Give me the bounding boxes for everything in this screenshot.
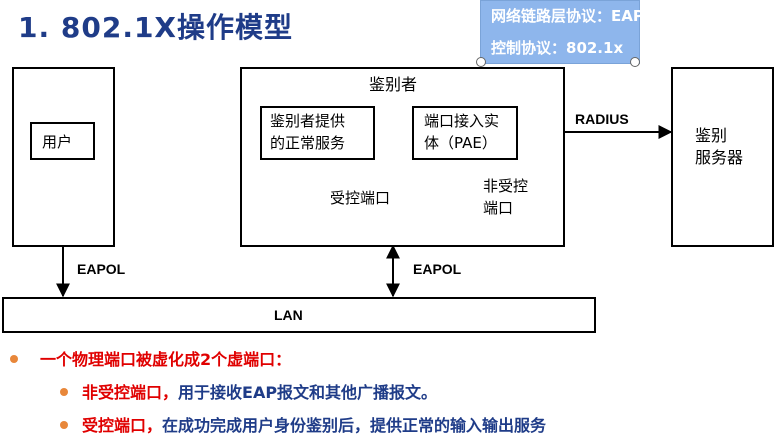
- lan-bar: LAN: [2, 297, 596, 333]
- bullet-sub1-rest: 用于接收EAP报文和其他广播报文。: [178, 383, 438, 402]
- user-box: 用户: [30, 122, 95, 160]
- auth-server-line2: 服务器: [695, 148, 744, 167]
- eapol-right-label: EAPOL: [413, 261, 462, 277]
- page-title: 1. 802.1X操作模型: [18, 11, 294, 44]
- auth-server-line1: 鉴别: [695, 126, 728, 145]
- auth-server-box: 鉴别 服务器: [671, 67, 774, 247]
- protocol-callout: 网络链路层协议：EAPOL 控制协议：802.1x: [480, 0, 666, 64]
- bullet-sub2: 受控端口，在成功完成用户身份鉴别后，提供正常的输入输出服务: [82, 412, 546, 436]
- uncontrolled-port-line1: 非受控: [483, 177, 529, 195]
- radius-label: RADIUS: [575, 111, 629, 127]
- lan-label: LAN: [274, 307, 303, 323]
- user-device-box: [12, 67, 115, 247]
- uncontrolled-port-line2: 端口: [483, 199, 514, 217]
- bullet-dot-sub1: [60, 388, 68, 396]
- auth-service-line1: 鉴别者提供: [270, 112, 346, 130]
- controlled-port-label: 受控端口: [330, 189, 391, 207]
- bullet-sub2-rest: 在成功完成用户身份鉴别后，提供正常的输入输出服务: [162, 416, 547, 435]
- user-label: 用户: [42, 133, 73, 151]
- callout-control-protocol: 控制协议：802.1x: [491, 39, 624, 57]
- pae-line1: 端口接入实: [424, 112, 500, 130]
- callout-resize-handle-right: [630, 57, 640, 67]
- callout-resize-handle-left: [476, 57, 486, 67]
- bullet-sub2-highlight: 受控端口，: [82, 416, 163, 435]
- auth-service-box: 鉴别者提供 的正常服务: [260, 106, 375, 160]
- pae-line2: 体（PAE）: [424, 134, 497, 152]
- bullet-sub1-highlight: 非受控端口，: [82, 383, 179, 402]
- bullet-main: 一个物理端口被虚化成2个虚端口：: [40, 350, 292, 369]
- auth-service-line2: 的正常服务: [270, 134, 346, 152]
- eapol-left-label: EAPOL: [77, 261, 126, 277]
- pae-box: 端口接入实 体（PAE）: [412, 106, 518, 160]
- callout-link-layer-protocol: 网络链路层协议：EAPOL: [491, 7, 667, 25]
- bullet-dot-sub2: [60, 421, 68, 429]
- authenticator-label: 鉴别者: [369, 75, 418, 94]
- bullet-dot-main: [10, 355, 18, 363]
- bullet-sub1: 非受控端口，用于接收EAP报文和其他广播报文。: [82, 379, 437, 403]
